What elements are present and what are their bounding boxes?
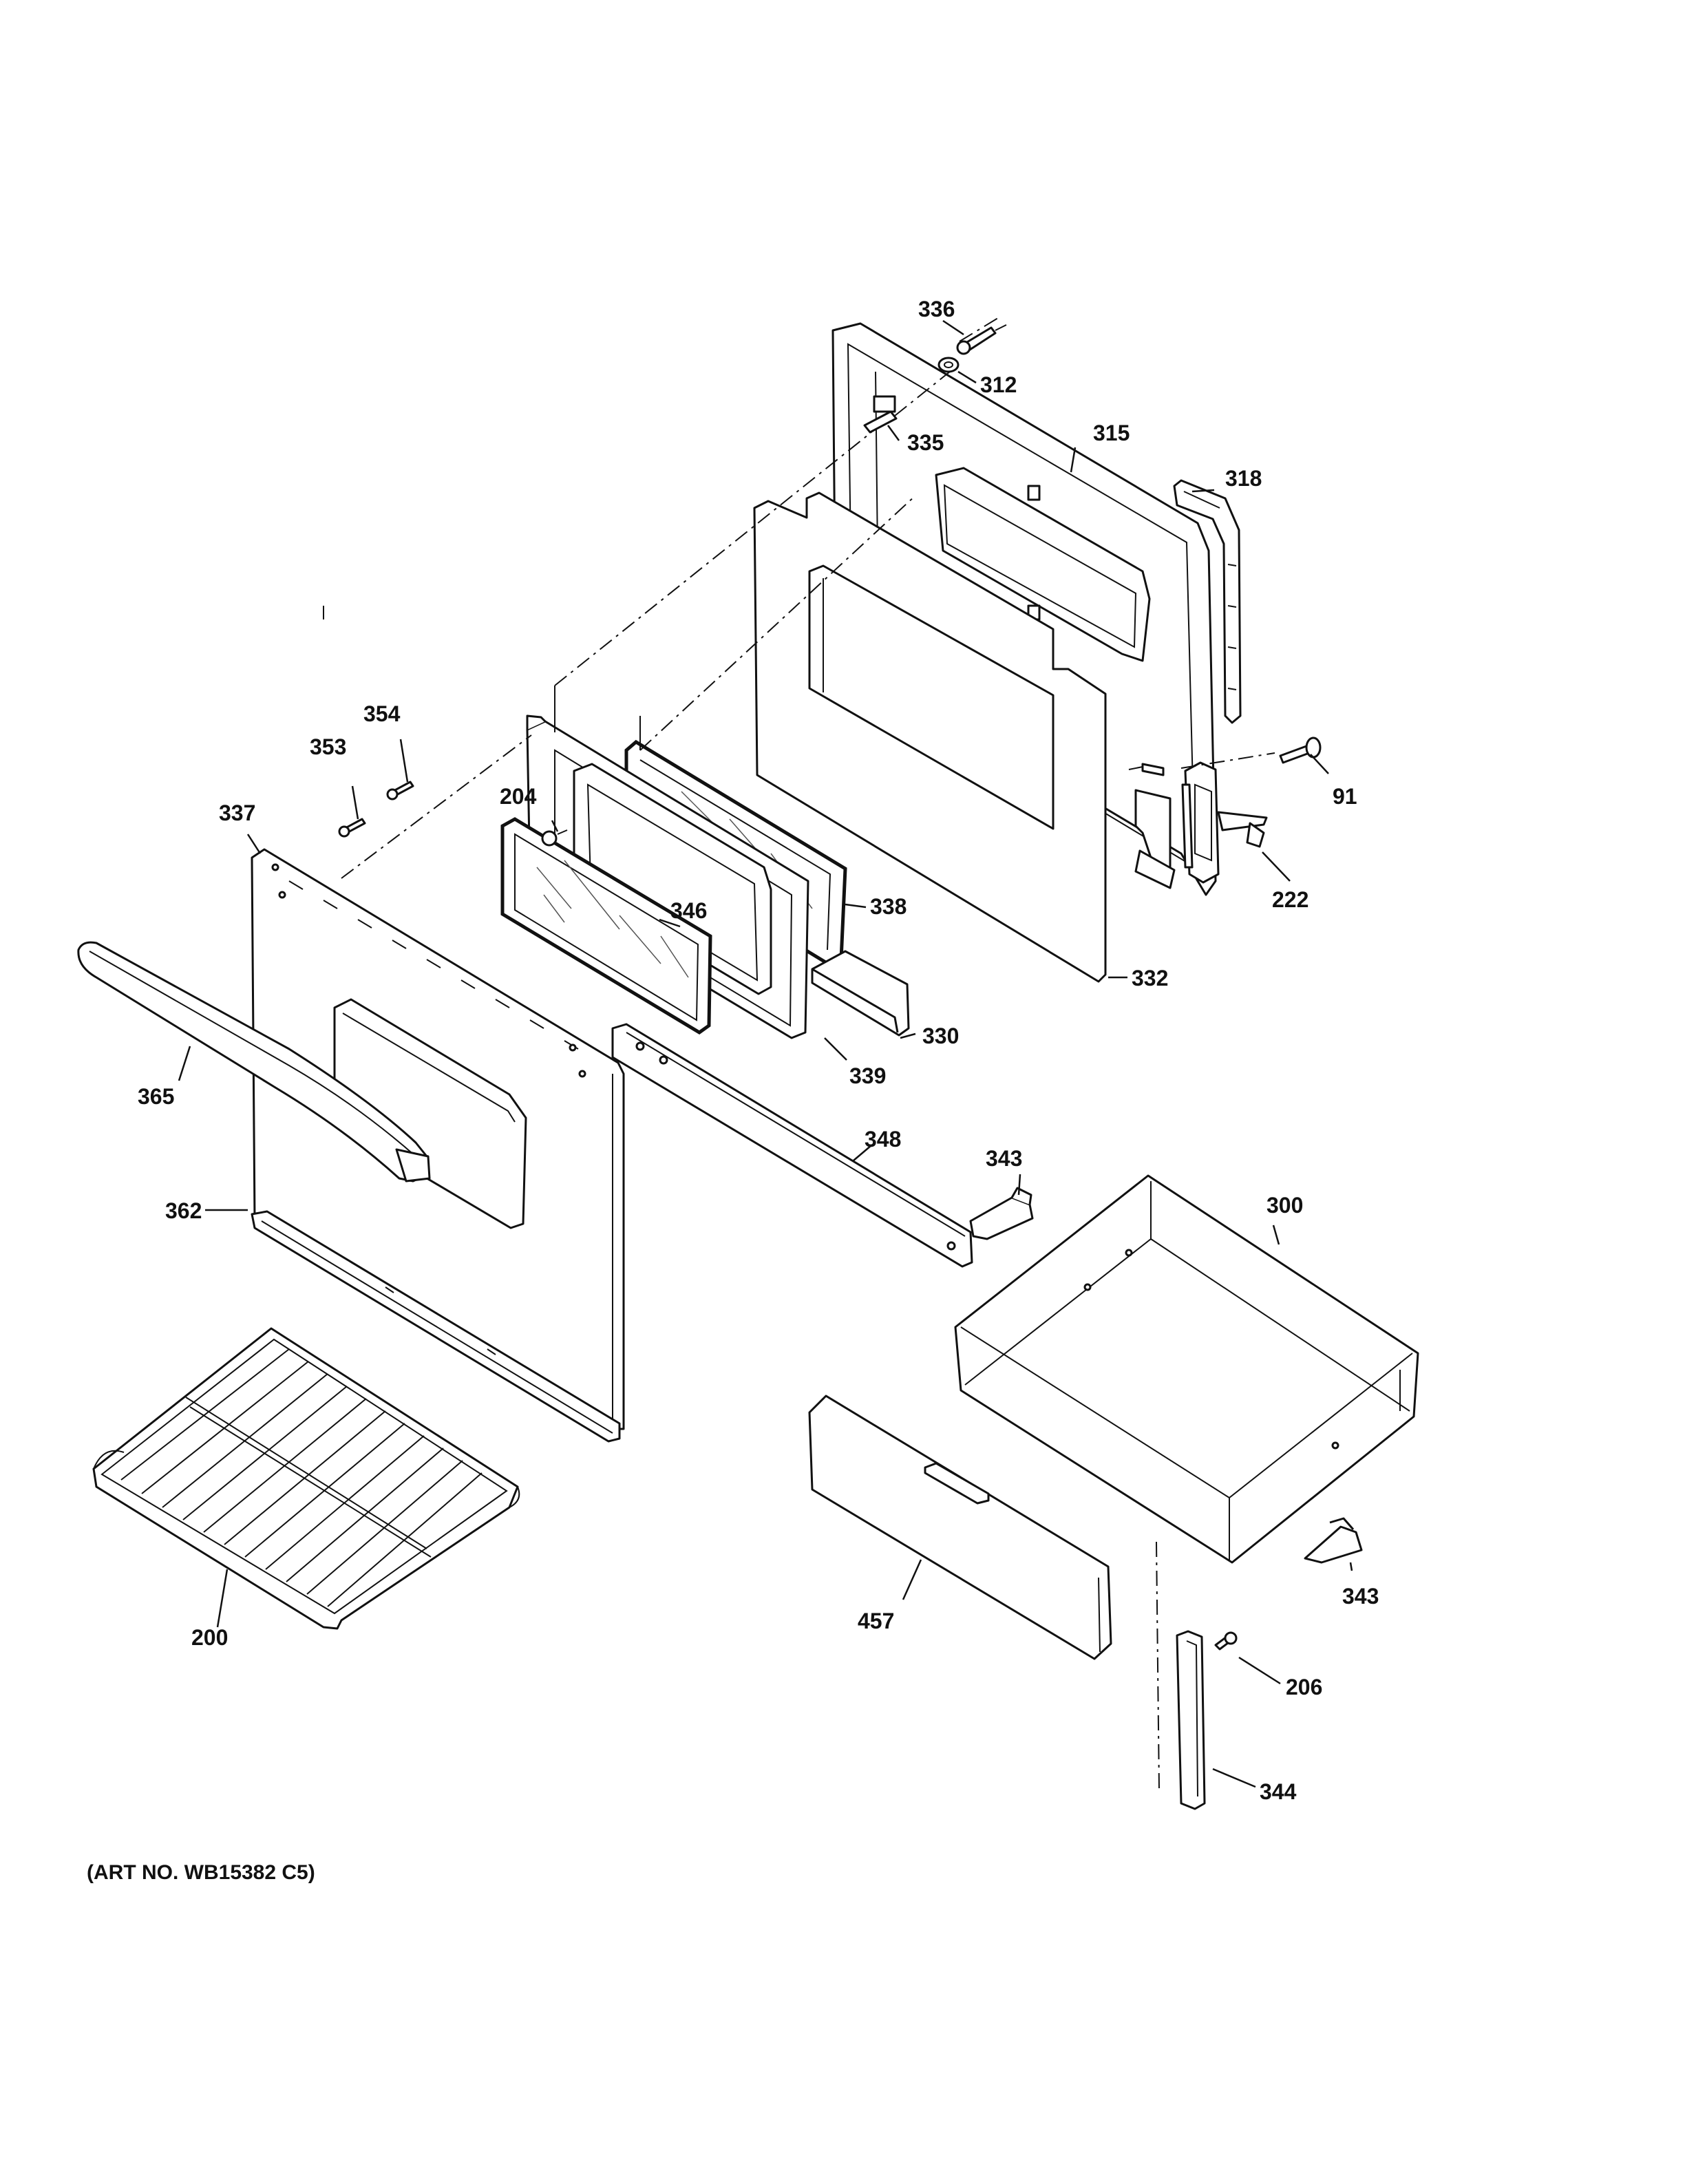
label-354: 354 bbox=[363, 701, 401, 726]
part-labels: 336 312 335 315 318 354 353 204 91 337 3… bbox=[138, 297, 1379, 1804]
part-354-screw bbox=[386, 781, 414, 801]
label-353: 353 bbox=[310, 734, 346, 759]
part-300-drawer bbox=[954, 1174, 1419, 1564]
label-222: 222 bbox=[1272, 887, 1308, 912]
part-315-door-inner-frame bbox=[831, 322, 1217, 896]
label-332: 332 bbox=[1132, 966, 1168, 990]
part-339-glass-frame bbox=[526, 714, 809, 1039]
label-338: 338 bbox=[870, 894, 907, 919]
label-200: 200 bbox=[191, 1625, 228, 1650]
part-348-strip bbox=[611, 1023, 973, 1268]
label-336: 336 bbox=[918, 297, 955, 321]
label-315: 315 bbox=[1093, 421, 1130, 445]
part-204-screw bbox=[541, 829, 568, 847]
leader-lines bbox=[178, 319, 1353, 1788]
part-343-glide-upper bbox=[969, 1187, 1034, 1240]
part-353-screw bbox=[338, 818, 366, 838]
part-312-washer bbox=[937, 357, 960, 373]
part-344-bracket bbox=[1176, 1630, 1206, 1810]
label-337: 337 bbox=[219, 801, 255, 825]
label-457: 457 bbox=[858, 1609, 894, 1633]
part-332-door-liner bbox=[753, 491, 1107, 983]
part-346-glass-panel bbox=[500, 817, 712, 1035]
label-343-upper: 343 bbox=[986, 1146, 1022, 1171]
label-206: 206 bbox=[1286, 1675, 1322, 1699]
rack-wires bbox=[120, 1348, 483, 1607]
label-344: 344 bbox=[1260, 1779, 1297, 1804]
part-362-lower-trim bbox=[251, 1210, 621, 1443]
part-330-glass bbox=[811, 950, 910, 1037]
part-222-hinge bbox=[1128, 761, 1268, 884]
label-204: 204 bbox=[500, 784, 537, 809]
part-200-oven-rack bbox=[92, 1327, 520, 1630]
art-number-caption: (ART NO. WB15382 C5) bbox=[87, 1861, 315, 1884]
assembly-lines bbox=[323, 317, 1275, 1790]
part-318-side-strip bbox=[1173, 479, 1242, 724]
label-339: 339 bbox=[849, 1063, 886, 1088]
label-348: 348 bbox=[865, 1127, 901, 1152]
label-330: 330 bbox=[922, 1024, 959, 1048]
label-318: 318 bbox=[1225, 466, 1262, 491]
label-91: 91 bbox=[1333, 784, 1357, 809]
part-337-outer-door bbox=[251, 848, 625, 1430]
part-335-clip bbox=[863, 410, 898, 434]
part-457-drawer-panel bbox=[808, 1395, 1112, 1660]
label-362: 362 bbox=[165, 1198, 202, 1223]
part-336-screw bbox=[956, 324, 1007, 355]
label-365: 365 bbox=[138, 1084, 174, 1109]
part-91-screw bbox=[1279, 736, 1322, 764]
label-335: 335 bbox=[907, 430, 944, 455]
part-343-glide-lower bbox=[1304, 1517, 1363, 1564]
label-346: 346 bbox=[670, 898, 707, 923]
part-206-screw bbox=[1214, 1631, 1238, 1651]
part-365-handle bbox=[77, 941, 431, 1183]
label-312: 312 bbox=[980, 372, 1017, 397]
label-300: 300 bbox=[1267, 1193, 1303, 1218]
label-343-lower: 343 bbox=[1342, 1584, 1379, 1609]
part-315-lower-brackets bbox=[1134, 789, 1176, 889]
